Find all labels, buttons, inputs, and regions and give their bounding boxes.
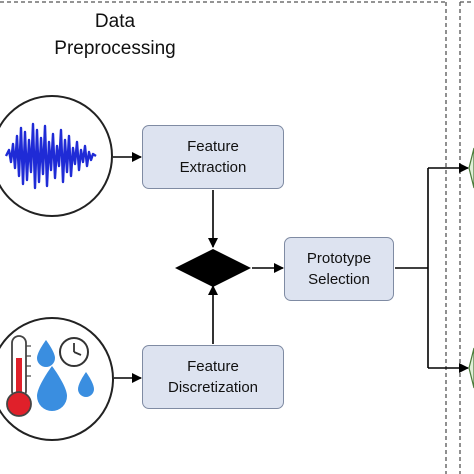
next-stage-bottom-shape [468,347,474,389]
next-stage-top-shape [468,147,474,189]
feature-discretization-label-line1: Feature [187,358,239,375]
panel-title: Data Preprocessing [40,8,190,62]
audio-waveform-icon [0,95,113,217]
panel-title-line2: Preprocessing [54,38,176,59]
droplet-icon [37,340,94,411]
feature-extraction-label-line1: Feature [187,138,239,155]
weather-sensors-icon [0,317,114,441]
prototype-selection-label-line2: Selection [308,271,370,288]
feature-extraction-label-line2: Extraction [179,159,247,176]
connector-lines [113,152,469,383]
clock-icon [59,337,89,367]
prototype-selection-label-line1: Prototype [306,250,372,267]
feature-discretization-node: Feature Discretization [142,345,284,409]
feature-extraction-node: Feature Extraction [142,125,284,189]
feature-discretization-label-line2: Discretization [167,379,259,396]
decision-diamond-icon [175,249,251,287]
prototype-selection-node: Prototype Selection [284,237,394,301]
thermometer-icon [6,335,32,417]
panel-title-line1: Data [94,11,136,32]
